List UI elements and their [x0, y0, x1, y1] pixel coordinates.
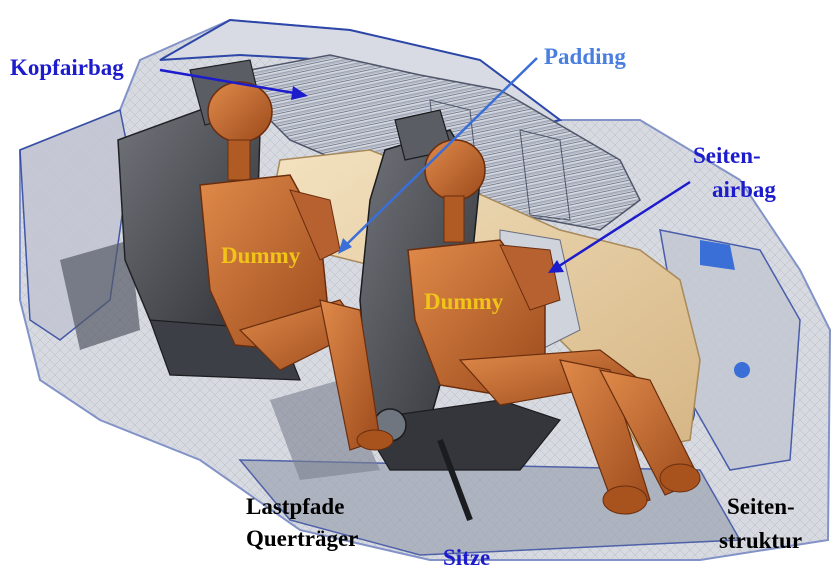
seitenairbag-label-line2: airbag	[712, 177, 776, 203]
padding-label: Padding	[544, 44, 626, 70]
seitenstruktur-label-line2: struktur	[719, 528, 802, 554]
dummy-right-label: Dummy	[424, 289, 503, 315]
seitenairbag-label-line1: Seiten-	[693, 143, 761, 169]
lastpfade-label-line2: Querträger	[246, 526, 358, 552]
kopfairbag-label: Kopfairbag	[10, 55, 124, 81]
dummy-left-label: Dummy	[221, 243, 300, 269]
sitze-label: Sitze	[443, 545, 490, 571]
lastpfade-label-line1: Lastpfade	[246, 494, 344, 520]
seitenstruktur-label-line1: Seiten-	[727, 494, 795, 520]
